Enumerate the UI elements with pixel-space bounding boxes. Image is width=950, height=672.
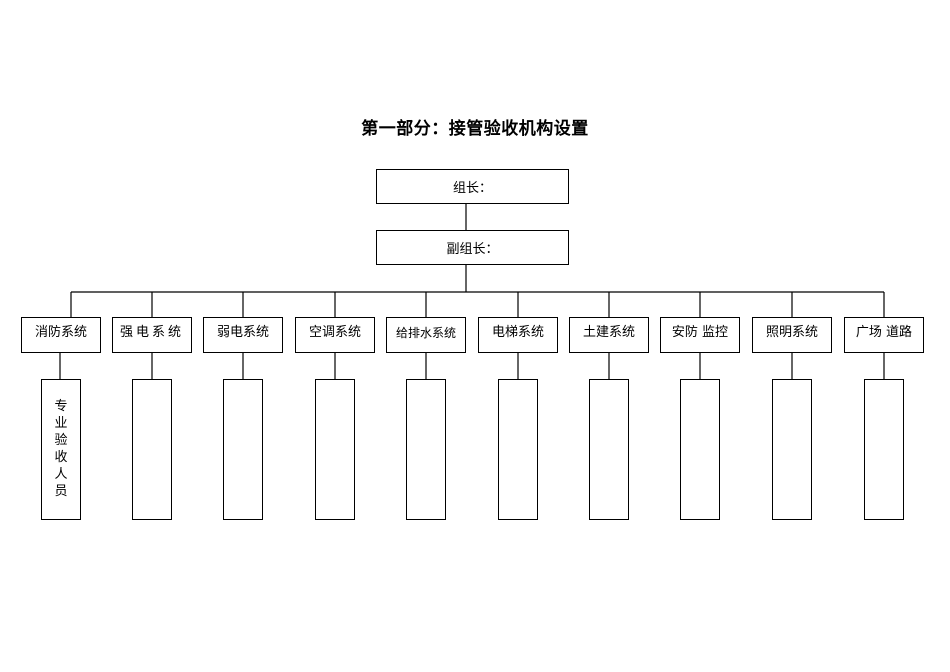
staff-box-weak-current — [223, 379, 263, 520]
system-box-elevator: 电梯系统 — [478, 317, 558, 353]
page-title: 第一部分：接管验收机构设置 — [361, 119, 589, 139]
system-box-plumbing: 给排水系统 — [386, 317, 466, 353]
system-box-security: 安防 监控 — [660, 317, 740, 353]
system-label: 弱电系统 — [216, 325, 269, 340]
system-box-fire: 消防系统 — [21, 317, 101, 353]
system-label: 消防系统 — [34, 325, 87, 340]
system-label: 照明系统 — [765, 325, 818, 340]
system-box-lighting: 照明系统 — [752, 317, 832, 353]
staff-box-security — [680, 379, 720, 520]
system-box-weak-current: 弱电系统 — [203, 317, 283, 353]
system-box-plaza-road: 广场 道路 — [844, 317, 924, 353]
system-box-power: 强电系统 — [112, 317, 192, 353]
staff-box-plaza-road — [864, 379, 904, 520]
staff-box-fire: 专 业 验 收 人 员 — [41, 379, 81, 520]
staff-box-civil — [589, 379, 629, 520]
staff-box-elevator — [498, 379, 538, 520]
system-box-civil: 土建系统 — [569, 317, 649, 353]
staff-box-hvac — [315, 379, 355, 520]
deputy-label: 副组长： — [446, 242, 499, 257]
leader-box: 组长： — [376, 169, 569, 204]
staff-box-plumbing — [406, 379, 446, 520]
system-label: 广场 道路 — [855, 325, 913, 340]
system-label: 给排水系统 — [395, 326, 456, 340]
system-label: 土建系统 — [582, 325, 635, 340]
system-label: 强电系统 — [119, 325, 184, 340]
system-label: 空调系统 — [308, 325, 361, 340]
staff-label: 专 业 验 收 人 员 — [54, 399, 68, 499]
system-box-hvac: 空调系统 — [295, 317, 375, 353]
staff-box-lighting — [772, 379, 812, 520]
staff-box-power — [132, 379, 172, 520]
system-label: 安防 监控 — [671, 325, 729, 340]
system-label: 电梯系统 — [491, 325, 544, 340]
deputy-box: 副组长： — [376, 230, 569, 265]
leader-label: 组长： — [452, 181, 492, 196]
